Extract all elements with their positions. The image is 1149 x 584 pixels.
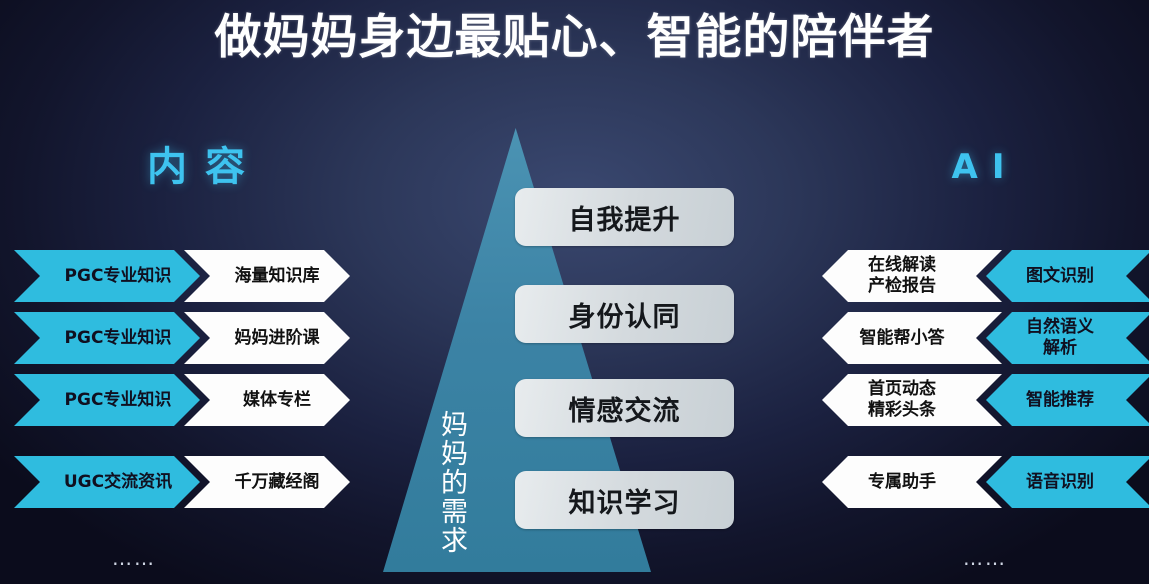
pyramid-label: 妈妈的需求 xyxy=(436,409,467,555)
ai-row: 专属助手 语音识别 xyxy=(822,456,1149,508)
ai-tech-chevron[interactable]: 图文识别 xyxy=(986,250,1149,302)
ai-row: 智能帮小答 自然语义解析 xyxy=(822,312,1149,364)
ai-tech-chevron[interactable]: 语音识别 xyxy=(986,456,1149,508)
content-product-label: 海量知识库 xyxy=(234,265,320,286)
left-ellipsis: …… xyxy=(112,546,156,570)
right-ellipsis: …… xyxy=(963,546,1007,570)
content-product-label: 妈妈进阶课 xyxy=(234,327,320,348)
content-product-chevron[interactable]: 媒体专栏 xyxy=(184,374,350,426)
content-product-chevron[interactable]: 海量知识库 xyxy=(184,250,350,302)
content-product-chevron[interactable]: 千万藏经阁 xyxy=(184,456,350,508)
ai-tech-label: 语音识别 xyxy=(1026,471,1094,492)
ai-feature-chevron[interactable]: 在线解读产检报告 xyxy=(822,250,1002,302)
pyramid-level-box[interactable]: 自我提升 xyxy=(515,188,734,246)
ai-feature-label: 在线解读产检报告 xyxy=(868,255,936,296)
pyramid-level-box[interactable]: 情感交流 xyxy=(515,379,734,437)
content-source-label: PGC专业知识 xyxy=(64,389,172,410)
column-header-content: 内容 xyxy=(147,144,263,190)
ai-feature-label: 首页动态精彩头条 xyxy=(868,379,936,420)
ai-tech-label: 图文识别 xyxy=(1026,265,1094,286)
content-source-label: PGC专业知识 xyxy=(64,265,172,286)
content-row: PGC专业知识 媒体专栏 xyxy=(14,374,350,426)
content-source-chevron[interactable]: UGC交流资讯 xyxy=(14,456,200,508)
ai-tech-label: 智能推荐 xyxy=(1026,389,1094,410)
ai-row: 在线解读产检报告 图文识别 xyxy=(822,250,1149,302)
pyramid-level-box[interactable]: 知识学习 xyxy=(515,471,734,529)
page-title: 做妈妈身边最贴心、智能的陪伴者 xyxy=(214,10,935,65)
ai-feature-chevron[interactable]: 专属助手 xyxy=(822,456,1002,508)
content-product-label: 媒体专栏 xyxy=(243,389,311,410)
ai-tech-label: 自然语义解析 xyxy=(1026,317,1094,358)
content-row: PGC专业知识 海量知识库 xyxy=(14,250,350,302)
column-header-ai: AI xyxy=(951,147,1019,187)
content-source-label: PGC专业知识 xyxy=(64,327,172,348)
ai-feature-chevron[interactable]: 智能帮小答 xyxy=(822,312,1002,364)
content-product-chevron[interactable]: 妈妈进阶课 xyxy=(184,312,350,364)
content-row: UGC交流资讯 千万藏经阁 xyxy=(14,456,350,508)
content-row: PGC专业知识 妈妈进阶课 xyxy=(14,312,350,364)
ai-tech-chevron[interactable]: 自然语义解析 xyxy=(986,312,1149,364)
content-source-chevron[interactable]: PGC专业知识 xyxy=(14,312,200,364)
content-source-chevron[interactable]: PGC专业知识 xyxy=(14,250,200,302)
pyramid-level-box[interactable]: 身份认同 xyxy=(515,285,734,343)
content-product-label: 千万藏经阁 xyxy=(234,471,320,492)
ai-feature-chevron[interactable]: 首页动态精彩头条 xyxy=(822,374,1002,426)
ai-feature-label: 专属助手 xyxy=(868,471,936,492)
content-source-label: UGC交流资讯 xyxy=(63,471,173,492)
ai-tech-chevron[interactable]: 智能推荐 xyxy=(986,374,1149,426)
ai-feature-label: 智能帮小答 xyxy=(859,327,945,348)
content-source-chevron[interactable]: PGC专业知识 xyxy=(14,374,200,426)
ai-row: 首页动态精彩头条 智能推荐 xyxy=(822,374,1149,426)
